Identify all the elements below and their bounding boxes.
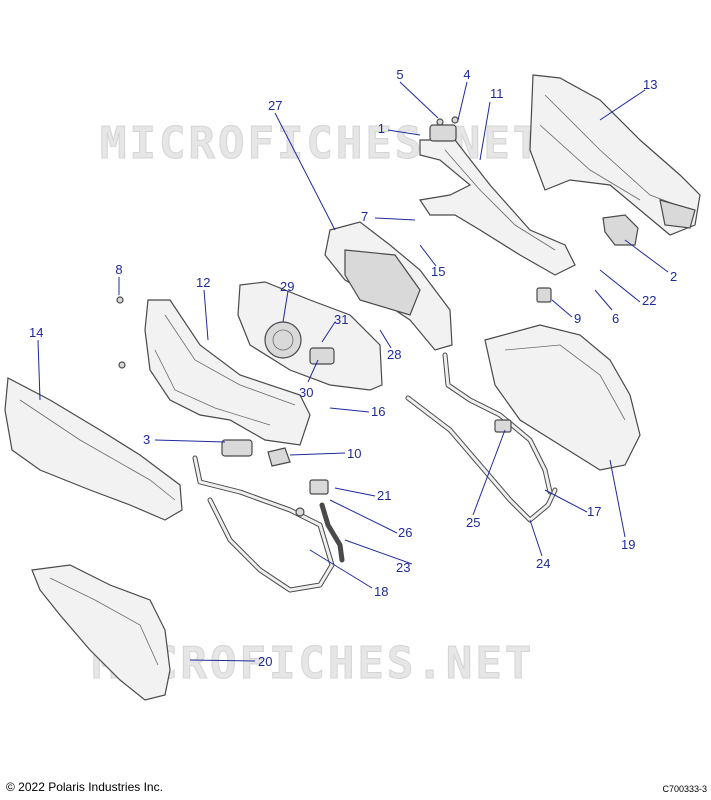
part-18-tube [192, 455, 335, 593]
part-17-tube [442, 352, 553, 495]
part-19-right-panel [484, 324, 641, 471]
callout-19: 19 [621, 537, 635, 552]
leader-lines [37, 81, 669, 662]
part-20-lower-panel [31, 564, 171, 701]
callout-26: 26 [398, 525, 412, 540]
callout-8: 8 [115, 262, 122, 277]
callout-6: 6 [612, 311, 619, 326]
callout-16: 16 [371, 404, 385, 419]
part-13-upper-panel [529, 74, 701, 236]
callout-labels: 1 2 3 4 5 6 7 8 9 10 11 12 13 14 15 16 1… [29, 67, 677, 669]
part-24-tube [405, 395, 558, 523]
callout-4: 4 [463, 67, 470, 82]
callout-30: 30 [299, 385, 313, 400]
part-29-fan-assembly [237, 281, 383, 391]
callout-29: 29 [280, 279, 294, 294]
callout-24: 24 [536, 556, 550, 571]
callout-27: 27 [268, 98, 282, 113]
diagram-code: C700333-3 [662, 784, 707, 794]
callout-14: 14 [29, 325, 43, 340]
callout-11: 11 [490, 86, 504, 101]
callout-9: 9 [574, 311, 581, 326]
callout-7: 7 [361, 209, 368, 224]
callout-22: 22 [642, 293, 656, 308]
part-27-side-panel [324, 221, 453, 351]
callout-15: 15 [431, 264, 445, 279]
callout-28: 28 [387, 347, 401, 362]
callout-25: 25 [466, 515, 480, 530]
part-12-front-frame [144, 299, 311, 446]
callout-5: 5 [396, 67, 403, 82]
part-2-latch [602, 214, 639, 246]
callout-23: 23 [396, 560, 410, 575]
callout-20: 20 [258, 654, 272, 669]
callout-31: 31 [334, 312, 348, 327]
callout-1: 1 [378, 121, 385, 136]
callout-2: 2 [670, 269, 677, 284]
watermark-top: MICROFICHES.NET [100, 118, 542, 169]
part-11-frame-bracket [418, 124, 576, 276]
callout-18: 18 [374, 584, 388, 599]
callout-12: 12 [196, 275, 210, 290]
callout-17: 17 [587, 504, 601, 519]
copyright-text: © 2022 Polaris Industries Inc. [6, 780, 163, 794]
callout-21: 21 [377, 488, 391, 503]
part-14-left-cover [4, 377, 183, 521]
callout-10: 10 [347, 446, 361, 461]
part-23-rod [319, 502, 345, 563]
callout-13: 13 [643, 77, 657, 92]
callout-3: 3 [143, 432, 150, 447]
hardware-parts [116, 116, 552, 517]
